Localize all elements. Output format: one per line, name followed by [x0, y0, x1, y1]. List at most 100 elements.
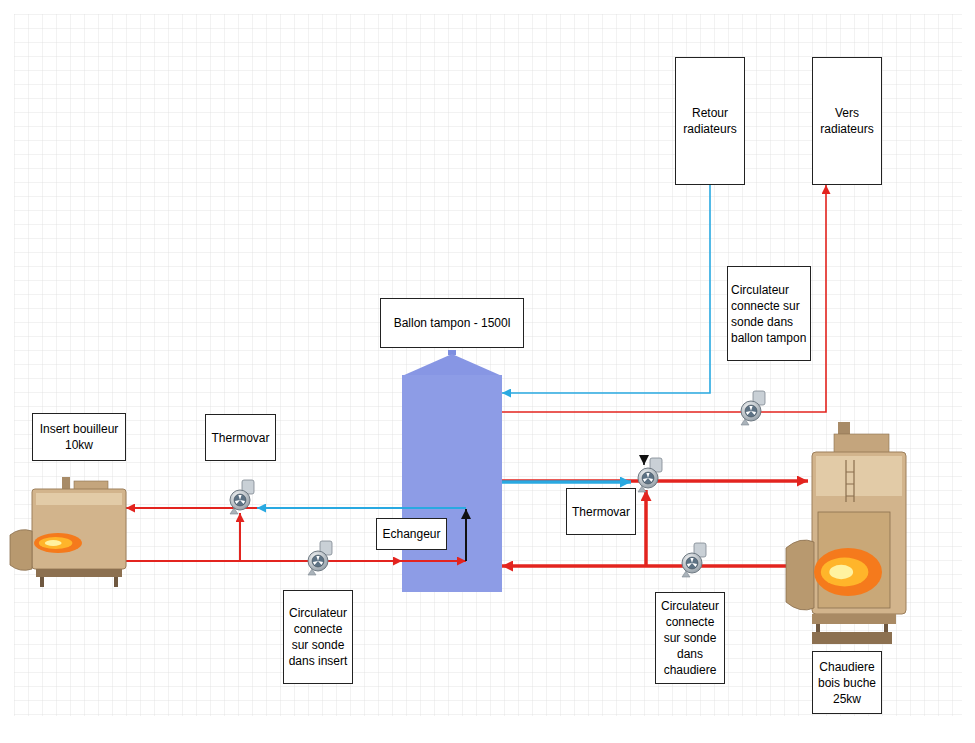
pump-blade	[647, 477, 653, 482]
node-text: Thermovar	[570, 504, 632, 520]
pump-icon	[741, 391, 765, 425]
leg	[816, 624, 820, 632]
valve-box: Thermovar	[205, 414, 276, 461]
pump-blade	[643, 477, 649, 482]
pump-blade	[750, 410, 756, 415]
coil-out	[402, 507, 466, 509]
node-text: Vers radiateurs	[816, 105, 878, 137]
valve-box: Thermovar	[566, 488, 636, 535]
insert-boiler: Insert bouilleur 10kw	[10, 477, 126, 590]
plinth	[812, 632, 892, 644]
node-text: Circulateur connecte sur sonde dans ball…	[731, 282, 807, 346]
pump-rotor	[686, 557, 698, 569]
blue-pipe	[502, 480, 631, 484]
pump-rotor	[745, 405, 757, 417]
node-text: Chaudiere bois buche 25kw	[816, 659, 878, 707]
pump-housing	[638, 468, 658, 488]
pump-blade	[238, 495, 241, 500]
boiler-highlight	[816, 456, 902, 496]
flame-core	[39, 537, 73, 549]
node-text: Circulateur connecte sur sonde dans inse…	[287, 605, 349, 669]
text-wrap: Chaudiere bois buche 25kw	[816, 659, 878, 707]
text-box: Thermovar	[205, 414, 276, 461]
pump-blade	[313, 560, 319, 565]
text-box: Circulateur connecte sur sonde dans inse…	[283, 590, 353, 684]
text-box: Circulateur connecte sur sonde dans chau…	[655, 592, 725, 684]
node-text: Echangeur	[380, 526, 443, 542]
pump-blade	[317, 560, 323, 565]
pipe-connector	[126, 507, 402, 509]
flame	[34, 533, 82, 553]
flame-core	[821, 558, 869, 587]
pump-icon	[638, 458, 662, 492]
label-box: Chaudiere bois buche 25kw	[812, 651, 882, 714]
top-block	[834, 434, 889, 454]
pump-blade	[749, 406, 752, 411]
node-text: Thermovar	[209, 430, 272, 446]
port-box: Vers radiateurs	[812, 57, 882, 185]
flame-heart	[45, 540, 62, 546]
text-wrap: Circulateur connecte sur sonde dans inse…	[287, 605, 349, 669]
text-box: Retour radiateurs	[675, 57, 745, 185]
tank-top	[402, 354, 502, 376]
text-wrap: Ballon tampon - 1500l	[384, 315, 520, 331]
coil-arrow	[465, 509, 467, 561]
pipe-connector	[126, 560, 402, 562]
pipe-connector	[502, 564, 808, 568]
text-wrap: Vers radiateurs	[816, 105, 878, 137]
pump-blade	[646, 473, 649, 478]
pump-housing	[682, 553, 702, 573]
leg	[114, 577, 118, 587]
note-box: Circulateur connecte sur sonde dans chau…	[655, 592, 725, 684]
text-wrap: Circulateur connecte sur sonde dans chau…	[659, 598, 721, 678]
sensor-arrow	[643, 456, 645, 465]
node-text: Ballon tampon - 1500l	[384, 315, 520, 331]
text-wrap: Retour radiateurs	[679, 105, 741, 137]
tank-shape	[402, 350, 502, 592]
pump-rotor	[642, 472, 654, 484]
pump-housing	[308, 551, 328, 571]
bypass-pipe	[644, 490, 648, 566]
pipe-connector	[502, 185, 826, 412]
pump-rotor	[234, 494, 246, 506]
pump-housing	[230, 490, 250, 510]
insert-highlight	[36, 493, 122, 505]
ladder	[846, 460, 854, 502]
text-box: Vers radiateurs	[812, 57, 882, 185]
bypass-pipe	[239, 513, 241, 561]
base	[36, 569, 122, 577]
pump-blade	[746, 410, 752, 415]
text-wrap: Thermovar	[209, 430, 272, 446]
label-box: Insert bouilleur 10kw	[32, 413, 126, 461]
grid	[14, 14, 962, 716]
boiler-shape	[808, 422, 908, 645]
pipe-connector	[502, 185, 710, 393]
text-box: Circulateur connecte sur sonde dans ball…	[727, 266, 811, 361]
blue-pipe	[257, 507, 402, 509]
burner	[10, 530, 32, 571]
text-box: Thermovar	[566, 488, 636, 535]
wood-boiler: Chaudiere bois buche 25kw	[808, 422, 908, 645]
flame-heart	[829, 565, 853, 579]
tank-body	[402, 375, 502, 592]
text-wrap: Echangeur	[380, 526, 443, 542]
text-wrap: Insert bouilleur 10kw	[36, 421, 122, 453]
pump-icon	[308, 541, 332, 575]
note-box: Circulateur connecte sur sonde dans inse…	[283, 590, 353, 684]
pump-blade	[690, 558, 693, 563]
boiler-body	[812, 452, 906, 614]
pump-blade	[239, 499, 245, 504]
exchanger-box: Echangeur	[376, 518, 447, 550]
label-box: Ballon tampon - 1500l	[380, 298, 524, 348]
node-text: Circulateur connecte sur sonde dans chau…	[659, 598, 721, 678]
pump-icon	[230, 480, 254, 514]
text-wrap: Circulateur connecte sur sonde dans ball…	[731, 282, 807, 346]
pump-icon	[682, 543, 706, 577]
pump-blade	[691, 562, 697, 567]
pump-blade	[687, 562, 693, 567]
pump-blade	[316, 556, 319, 561]
pump-rotor	[312, 555, 324, 567]
pump-blade	[235, 499, 241, 504]
node-text: Insert bouilleur 10kw	[36, 421, 122, 453]
